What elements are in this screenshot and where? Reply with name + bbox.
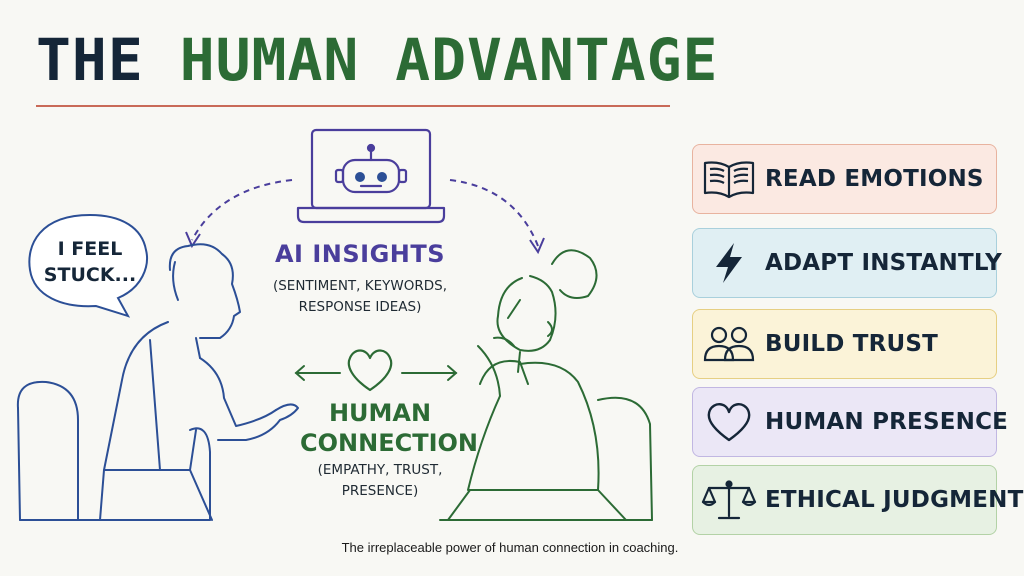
ai-insights-description-line: RESPONSE IDEAS)	[298, 299, 422, 315]
human-connection-label-line: HUMAN	[328, 399, 432, 427]
title-part-the: THE	[36, 26, 180, 94]
human-connection-description-line: PRESENCE)	[341, 483, 419, 499]
card-label: ADAPT INSTANTLY	[765, 250, 1002, 276]
connection-arrows	[294, 365, 458, 381]
two-people-icon	[693, 309, 765, 379]
dashed-arrow-right	[449, 179, 539, 247]
dashed-arrow-right-head-icon	[529, 237, 545, 255]
title-underline	[36, 105, 670, 107]
heart-icon	[693, 387, 765, 457]
card-adapt-instantly: ADAPT INSTANTLY	[692, 228, 1002, 298]
ai-insights-description-line: (SENTIMENT, KEYWORDS,	[272, 278, 448, 294]
human-connection-label-line: CONNECTION	[300, 429, 478, 457]
page-title: THE HUMAN ADVANTAGE	[36, 24, 718, 96]
dashed-arrow-left	[191, 179, 293, 241]
woman-figure	[439, 249, 653, 521]
connection-heart-icon	[347, 349, 393, 392]
lightning-bolt-icon	[693, 228, 765, 298]
open-book-icon	[693, 144, 765, 214]
card-ethical-judgment: ETHICAL JUDGMENT	[692, 465, 1023, 535]
man-figure	[16, 243, 299, 521]
human-connection-description: (EMPATHY, TRUST, PRESENCE)	[300, 460, 460, 502]
human-connection-description-line: (EMPATHY, TRUST,	[317, 462, 443, 478]
speech-bubble	[28, 213, 148, 318]
card-label: BUILD TRUST	[765, 331, 939, 357]
card-build-trust: BUILD TRUST	[692, 309, 997, 379]
speech-bubble-text: I FEEL STUCK...	[43, 238, 137, 286]
ai-insights-description: (SENTIMENT, KEYWORDS, RESPONSE IDEAS)	[250, 276, 470, 318]
card-read-emotions: READ EMOTIONS	[692, 144, 997, 214]
ai-insights-label: AI INSIGHTS	[274, 240, 446, 268]
caption: The irreplaceable power of human connect…	[341, 540, 679, 555]
card-label: ETHICAL JUDGMENT	[765, 487, 1024, 513]
card-label: HUMAN PRESENCE	[765, 409, 1009, 435]
scales-icon	[693, 465, 765, 535]
human-connection-label: HUMAN CONNECTION	[300, 398, 478, 458]
card-human-presence: HUMAN PRESENCE	[692, 387, 1008, 457]
laptop-robot-icon	[296, 128, 446, 224]
card-label: READ EMOTIONS	[765, 166, 984, 192]
title-part-human-advantage: HUMAN ADVANTAGE	[179, 26, 719, 94]
